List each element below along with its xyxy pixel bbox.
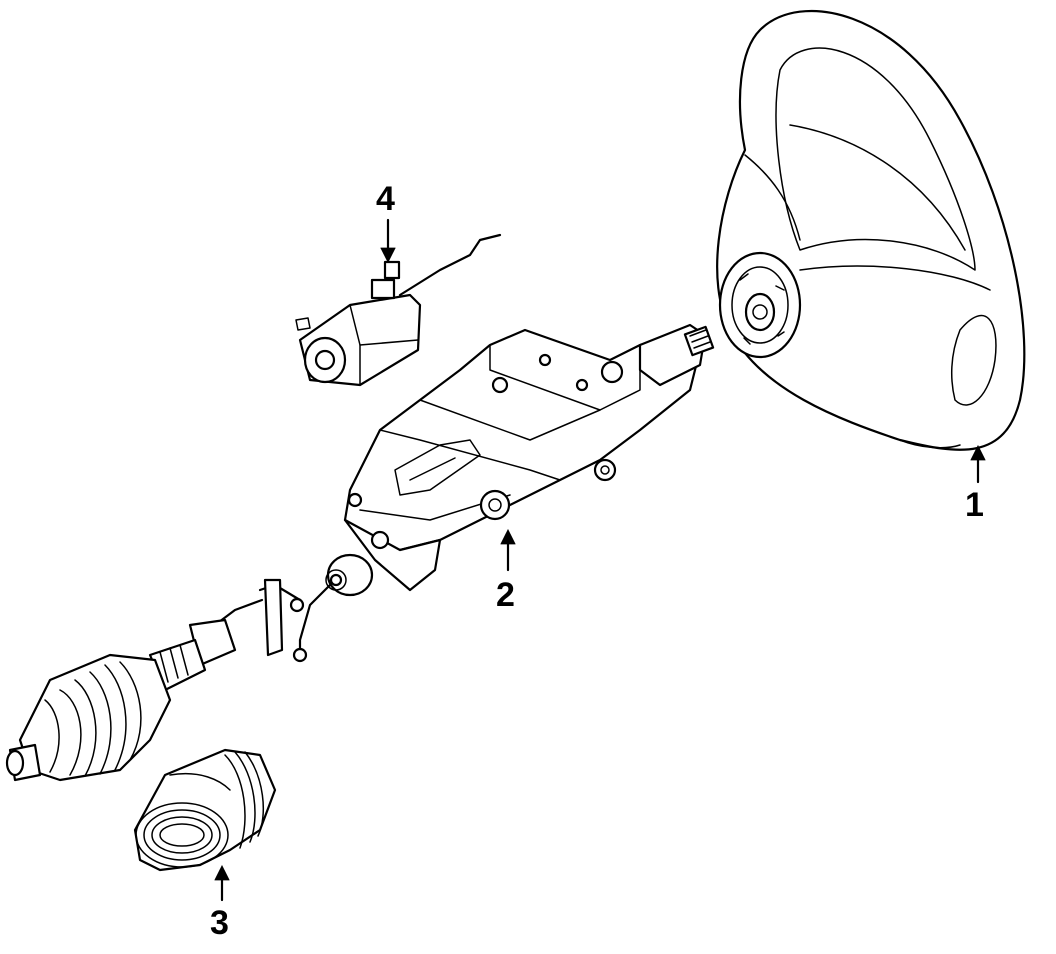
steering-wheel-part bbox=[716, 9, 1026, 451]
ignition-switch-part bbox=[295, 233, 502, 387]
steering-column-part bbox=[5, 323, 715, 782]
callout-3-label: 3 bbox=[210, 904, 229, 942]
callout-4-label: 4 bbox=[376, 180, 395, 218]
callout-2-label: 2 bbox=[496, 576, 515, 614]
boot-part bbox=[133, 748, 277, 872]
callout-1-label: 1 bbox=[965, 486, 984, 524]
